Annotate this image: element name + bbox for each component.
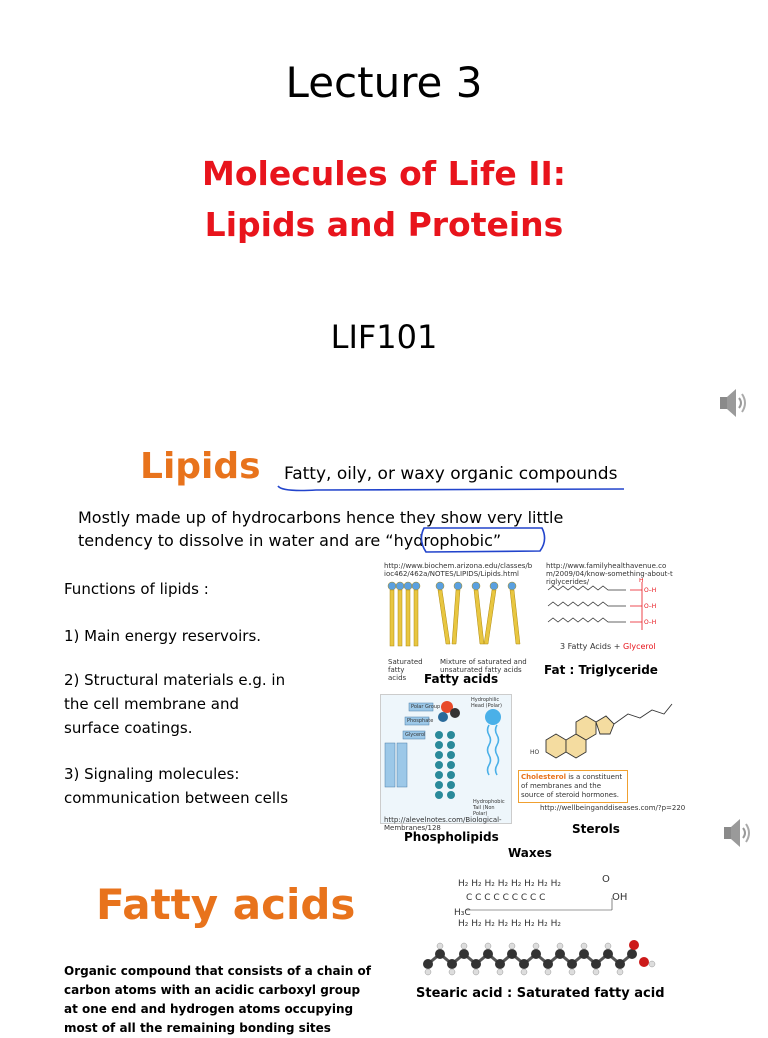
intro-line-1: Mostly made up of hydrocarbons hence the… [78,508,564,527]
phospholipids-caption: Phospholipids [404,830,499,844]
svg-text:H₂ H₂ H₂ H₂ H₂ H₂ H₂ H₂: H₂ H₂ H₂ H₂ H₂ H₂ H₂ H₂ [458,879,561,889]
cholesterol-structure-illustration: HO [530,703,673,759]
sterols-figure: HO Cholesterol is a constituent of membr… [516,690,686,816]
phospholipids-figure: Polar Group Phosphate Glycerol Hydrophil… [380,694,512,824]
fatty-acid-chains-illustration [387,581,521,647]
function-2-line-3: surface coatings. [64,719,193,737]
hydrophobic-word: hydrophobic [393,531,493,550]
formula-oh: OH [612,892,628,903]
fatty-acid-definition: Organic compound that consists of a chai… [64,964,371,1035]
svg-text:O–H: O–H [644,603,656,610]
cholesterol-note: Cholesterol is a constituent of membrane… [518,770,628,803]
svg-text:C C C C C C C C C: C C C C C C C C C [466,893,545,903]
formula-h3c: H₃C [454,908,471,918]
triglyceride-structure-illustration: O–H O–H O–H H [547,578,656,630]
intro-line-2: tendency to dissolve in water and are “h… [78,531,502,550]
function-2-line-1: 2) Structural materials e.g. in [64,671,286,689]
function-3-line-2: communication between cells [64,789,289,807]
svg-text:HO: HO [530,749,540,756]
triglyceride-figure: http://www.familyhealthavenue.com/2009/0… [546,562,676,658]
function-3-line-1: 3) Signaling molecules: [64,765,240,783]
functions-title: Functions of lipids : [64,580,209,598]
phospholipids-url: http://alevelnotes.com/Biological-Membra… [384,816,502,832]
svg-text:H: H [639,578,644,584]
stearic-acid-formula: H₂ H₂ H₂ H₂ H₂ H₂ H₂ H₂ C C C C C C C C … [458,879,613,929]
fatty-acids-figure: http://www.biochem.arizona.edu/classes/b… [384,562,536,680]
course-code: LIF101 [330,318,438,356]
speaker-icon[interactable] [718,386,748,420]
stearic-acid-caption: Stearic acid : Saturated fatty acid [416,986,665,1001]
subtitle-line-1: Molecules of Life II: [202,154,566,193]
fatty-acids-caption: Fatty acids [424,672,499,686]
triglyceride-caption: Fat : Triglyceride [544,663,658,677]
svg-text:H₂ H₂ H₂ H₂ H₂ H₂ H₂ H₂: H₂ H₂ H₂ H₂ H₂ H₂ H₂ H₂ [458,919,561,929]
subtitle-line-2: Lipids and Proteins [204,205,564,244]
lipids-heading: Lipids [140,446,261,487]
blue-circle-annotation [420,527,546,553]
formula-o: O [602,874,610,885]
phospholipid-illustration [384,701,501,799]
triglyceride-label: 3 Fatty Acids + Glycerol [560,642,656,651]
blue-underline [277,485,625,492]
svg-text:O–H: O–H [644,619,656,626]
stearic-acid-ball-stick-model [423,940,656,976]
function-1: 1) Main energy reservoirs. [64,627,262,645]
waxes-caption: Waxes [508,846,552,860]
lipids-definition: Fatty, oily, or waxy organic compounds [284,464,618,484]
function-2-line-2: the cell membrane and [64,695,240,713]
speaker-icon[interactable] [722,816,752,850]
sterols-caption: Sterols [572,822,620,836]
fatty-acids-heading: Fatty acids [96,880,356,929]
svg-text:O–H: O–H [644,587,656,594]
lecture-title: Lecture 3 [285,58,483,107]
